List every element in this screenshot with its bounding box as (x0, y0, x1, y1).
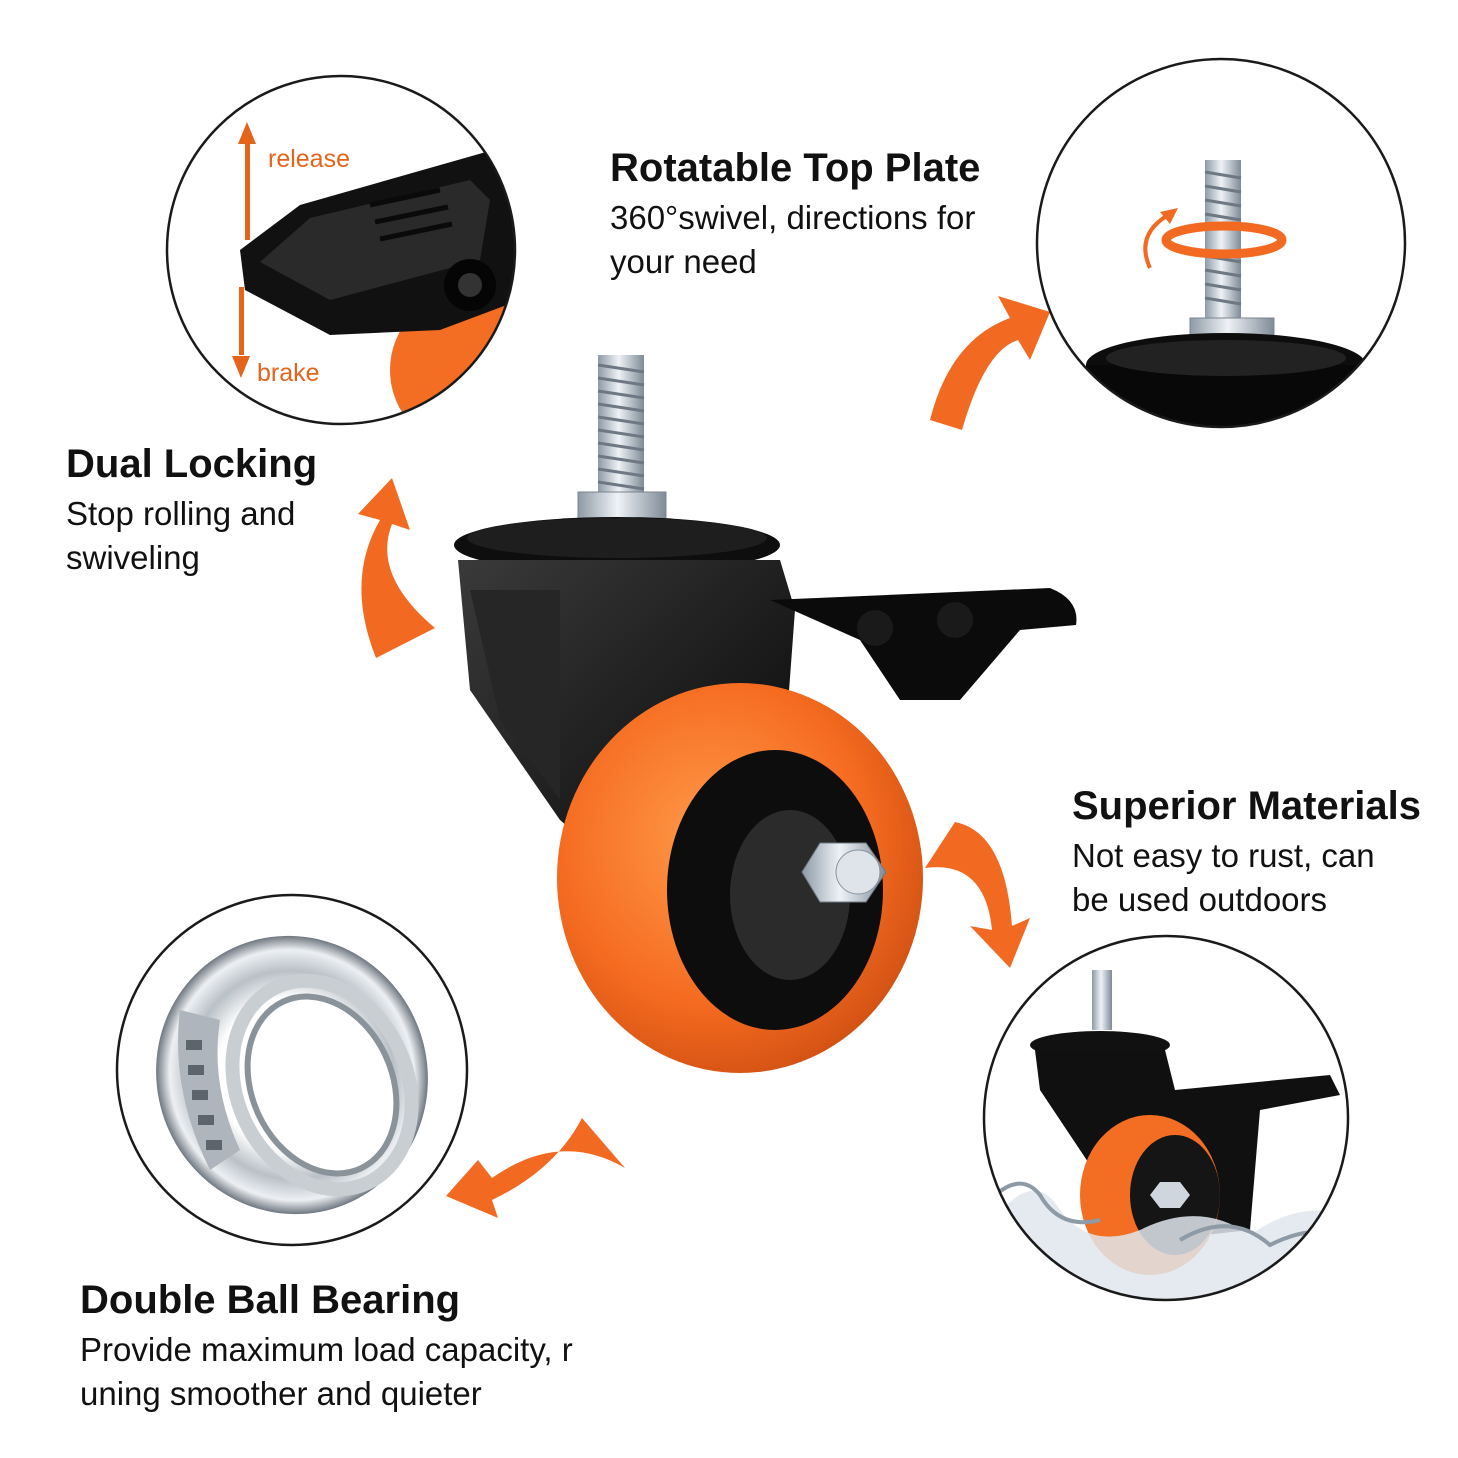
feature-description: Provide maximum load capacity, r uning s… (80, 1328, 573, 1416)
feature-rotatable-top-plate: Rotatable Top Plate 360°swivel, directio… (610, 146, 980, 284)
feature-title: Superior Materials (1072, 784, 1422, 828)
feature-description: Stop rolling and swiveling (66, 492, 317, 580)
feature-title: Double Ball Bearing (80, 1278, 461, 1322)
feature-desc-line: your need (610, 243, 757, 281)
top-plate-detail-circle (1035, 57, 1407, 429)
brake-detail-circle (165, 74, 517, 426)
feature-desc-line: uning smoother and quieter (80, 1375, 482, 1413)
feature-desc-line: Stop rolling and (66, 495, 296, 532)
feature-title: Rotatable Top Plate (610, 146, 981, 190)
feature-desc-line: Not easy to rust, can (1072, 837, 1375, 874)
feature-description: 360°swivel, directions for your need (610, 196, 980, 284)
curved-arrow-icon (358, 296, 1050, 1218)
feature-desc-line: be used outdoors (1072, 881, 1328, 919)
ball-bearing-icon (115, 893, 469, 1247)
brake-label: brake (257, 359, 320, 387)
feature-desc-line: swiveling (66, 539, 200, 577)
feature-title: Dual Locking (66, 442, 318, 486)
outdoor-water-circle (982, 934, 1350, 1302)
main-caster-wheel-icon (454, 355, 1077, 1073)
feature-superior-materials: Superior Materials Not easy to rust, can… (1072, 784, 1421, 922)
feature-dual-locking: Dual Locking Stop rolling and swiveling (66, 442, 317, 580)
feature-desc-line: Provide maximum load capacity, r (80, 1331, 573, 1368)
feature-description: Not easy to rust, can be used outdoors (1072, 834, 1421, 922)
feature-desc-line: 360°swivel, directions for (610, 199, 976, 236)
release-label: release (268, 145, 350, 173)
feature-double-ball-bearing: Double Ball Bearing Provide maximum load… (80, 1278, 573, 1416)
